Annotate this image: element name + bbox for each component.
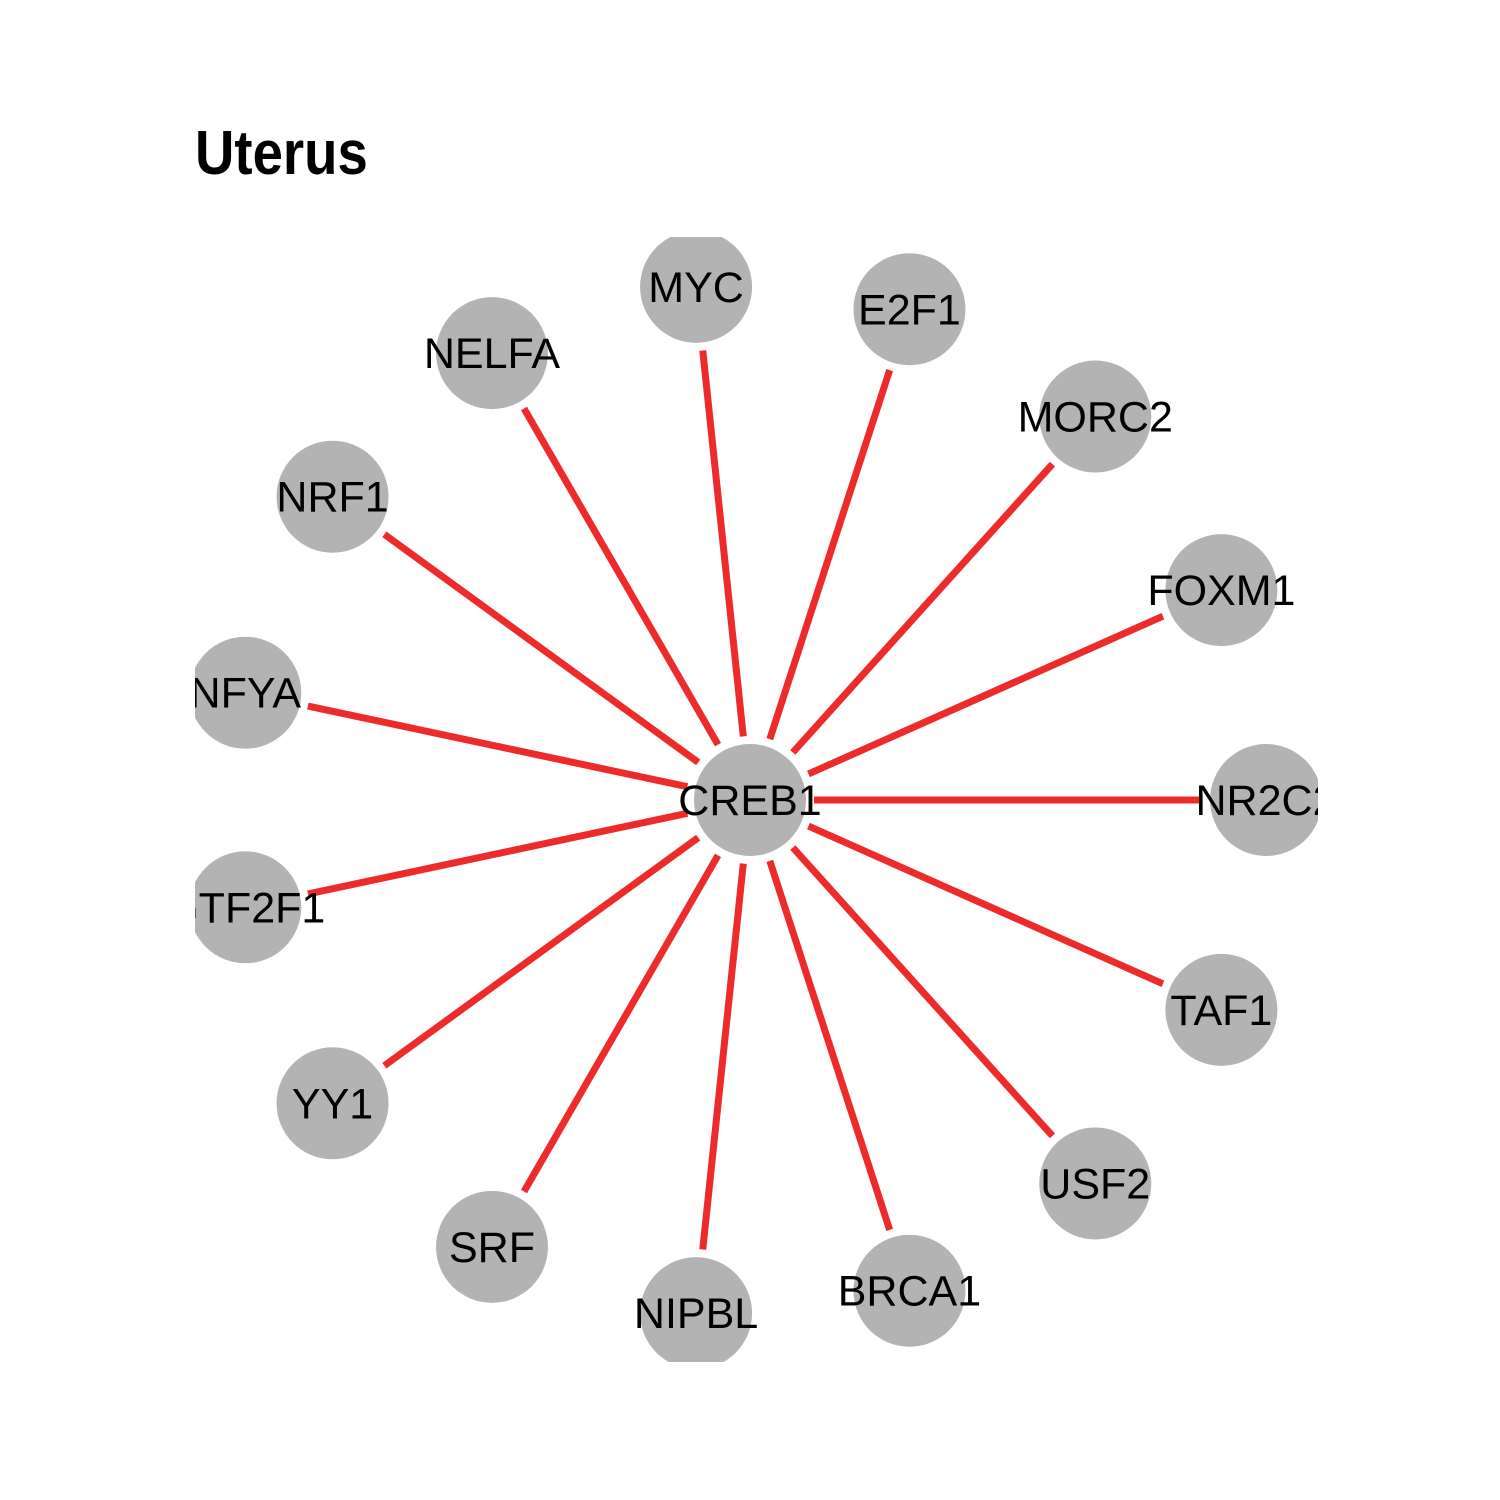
node-circle-srf [436, 1190, 548, 1303]
node-circle-taf1 [1165, 953, 1278, 1066]
node-label-gtf2f1: GTF2F1 [165, 884, 325, 932]
node-yy1: YY1 [276, 1047, 389, 1160]
node-label-nelfa: NELFA [424, 330, 561, 378]
node-nelfa: NELFA [424, 297, 561, 410]
edge-creb1-usf2 [790, 845, 1056, 1139]
node-foxm1: FOXM1 [1147, 534, 1295, 647]
node-nr2c2: NR2C2 [1196, 744, 1337, 856]
edge-creb1-yy1 [382, 834, 701, 1069]
node-nrf1: NRF1 [276, 440, 389, 553]
edge-creb1-e2f1 [766, 369, 894, 741]
node-morc2: MORC2 [1018, 360, 1173, 473]
edge-creb1-brca1 [766, 859, 894, 1231]
node-circle-gtf2f1 [195, 851, 302, 964]
edge-creb1-nrf1 [382, 531, 701, 766]
node-circle-nipbl [640, 1257, 753, 1362]
node-circle-nr2c2 [1210, 744, 1318, 856]
node-label-taf1: TAF1 [1170, 987, 1272, 1035]
edge-creb1-nipbl [699, 863, 747, 1250]
node-label-foxm1: FOXM1 [1147, 567, 1295, 615]
node-label-morc2: MORC2 [1018, 394, 1173, 442]
node-label-nrf1: NRF1 [276, 474, 388, 522]
node-label-myc: MYC [648, 264, 744, 312]
node-circle-morc2 [1039, 360, 1152, 473]
node-label-srf: SRF [449, 1224, 535, 1272]
node-srf: SRF [436, 1190, 548, 1303]
node-usf2: USF2 [1039, 1127, 1152, 1240]
edge-creb1-srf [520, 853, 722, 1194]
page-title: Uterus [195, 119, 368, 188]
node-nipbl: NIPBL [634, 1257, 758, 1362]
edge-creb1-morc2 [790, 461, 1056, 755]
node-label-nr2c2: NR2C2 [1196, 777, 1337, 825]
node-label-nipbl: NIPBL [634, 1290, 758, 1338]
edges-layer [307, 350, 1202, 1250]
node-circle-brca1 [853, 1234, 966, 1347]
edge-creb1-nelfa [520, 406, 722, 747]
node-label-usf2: USF2 [1040, 1160, 1150, 1208]
node-label-nfya: NFYA [190, 670, 302, 718]
node-label-yy1: YY1 [292, 1080, 373, 1128]
node-circle-nrf1 [276, 440, 389, 553]
edge-creb1-myc [699, 350, 747, 737]
edge-creb1-taf1 [807, 822, 1165, 988]
node-circle-creb1 [694, 744, 806, 856]
node-circle-nfya [195, 636, 302, 749]
node-label-e2f1: E2F1 [858, 286, 961, 334]
node-brca1: BRCA1 [838, 1234, 981, 1347]
node-label-creb1: CREB1 [678, 777, 821, 825]
node-myc: MYC [640, 237, 753, 343]
edge-creb1-nfya [307, 702, 689, 791]
node-circle-usf2 [1039, 1127, 1152, 1240]
node-circle-yy1 [276, 1047, 389, 1160]
node-circle-myc [640, 237, 753, 343]
node-e2f1: E2F1 [853, 253, 966, 366]
node-circle-e2f1 [853, 253, 966, 366]
edge-creb1-foxm1 [807, 612, 1165, 778]
node-circle-nelfa [436, 297, 548, 410]
node-creb1: CREB1 [678, 744, 822, 856]
node-circle-foxm1 [1165, 534, 1278, 647]
node-gtf2f1: GTF2F1 [165, 851, 325, 964]
edge-creb1-gtf2f1 [307, 809, 689, 898]
node-taf1: TAF1 [1165, 953, 1278, 1066]
node-nfya: NFYA [190, 636, 302, 749]
node-label-brca1: BRCA1 [838, 1268, 981, 1316]
